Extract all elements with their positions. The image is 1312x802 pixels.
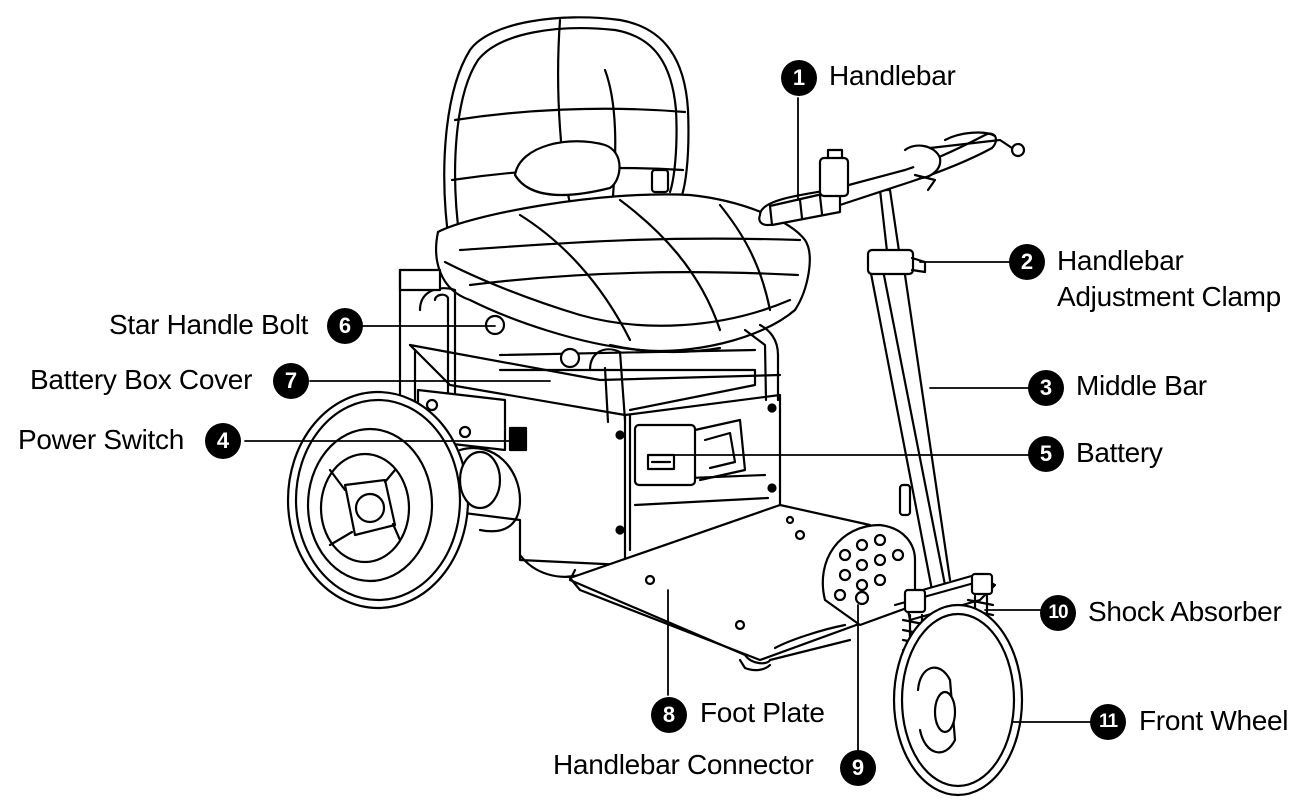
callout-label-handlebar-clamp-line2: Adjustment Clamp <box>1057 281 1281 312</box>
callout-label-middle-bar: Middle Bar <box>1076 370 1207 401</box>
callout-label-handlebar-connector: Handlebar Connector <box>553 749 814 780</box>
callout-label-shock-absorber: Shock Absorber <box>1088 596 1282 627</box>
handlebar <box>758 131 1026 227</box>
callout-label-front-wheel: Front Wheel <box>1139 705 1289 736</box>
front-wheel <box>892 603 1024 797</box>
handlebar-connector <box>821 523 917 627</box>
callout-badge-7: 7 <box>273 363 309 399</box>
seat-back <box>443 16 690 257</box>
callout-label-handlebar: Handlebar <box>829 60 956 91</box>
steering-column <box>866 188 952 592</box>
callout-badge-10: 10 <box>1040 595 1076 631</box>
callout-label-power-switch: Power Switch <box>18 424 185 455</box>
callout-badge-1: 1 <box>781 60 817 96</box>
callout-label-foot-plate: Foot Plate <box>700 697 825 728</box>
callout-badge-4: 4 <box>205 423 241 459</box>
callout-badge-9: 9 <box>840 750 876 786</box>
callout-label-star-handle-bolt: Star Handle Bolt <box>109 309 309 340</box>
foot-plate <box>518 503 872 672</box>
callout-label-battery: Battery <box>1076 437 1163 468</box>
callout-badge-6: 6 <box>327 308 363 344</box>
callout-label-handlebar-clamp-line1: Handlebar <box>1057 245 1184 276</box>
callout-label-battery-box-cover: Battery Box Cover <box>30 364 253 395</box>
seat-cushion <box>435 193 811 354</box>
callout-badge-8: 8 <box>651 697 687 733</box>
callout-badge-11: 11 <box>1090 704 1126 740</box>
rear-wheel <box>286 390 522 610</box>
leader-lines <box>244 97 1091 753</box>
battery-pack <box>633 418 747 487</box>
callout-badge-3: 3 <box>1028 370 1064 406</box>
callout-badge-5: 5 <box>1028 436 1064 472</box>
callout-badge-2: 2 <box>1009 244 1045 280</box>
